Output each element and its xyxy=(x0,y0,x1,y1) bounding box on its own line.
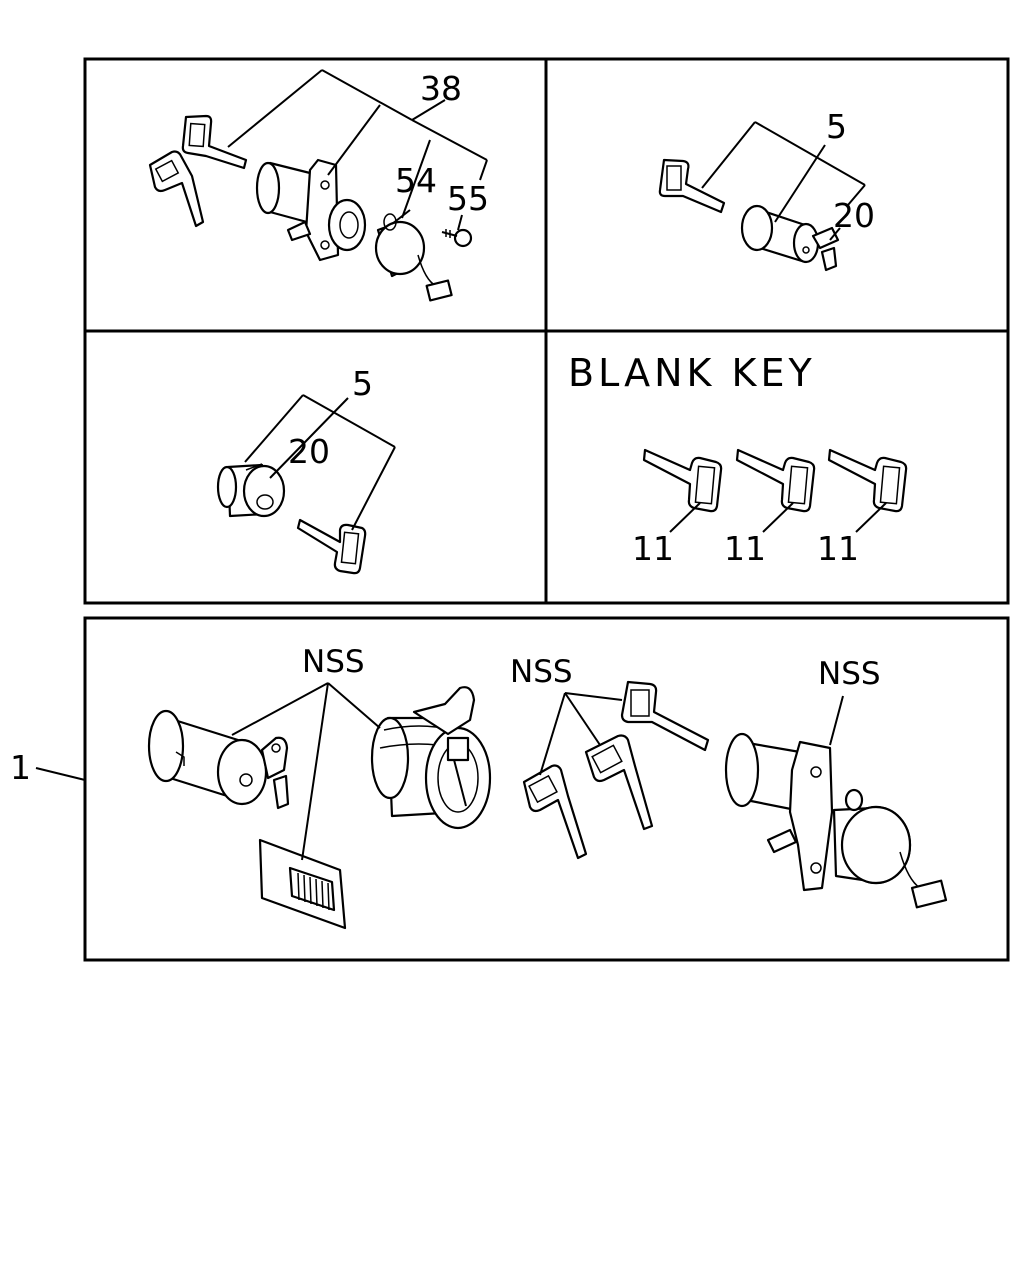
callout-nss: NSS xyxy=(302,644,365,680)
panel-top-right: 5 20 xyxy=(658,107,875,272)
code-label-card-icon xyxy=(258,838,347,930)
key-icon xyxy=(296,518,367,575)
key-icon xyxy=(181,114,248,170)
blank-key-heading: BLANK KEY xyxy=(568,351,816,395)
blank-key-icon xyxy=(735,448,816,513)
leader-lines xyxy=(701,121,866,241)
leader-lines xyxy=(231,682,844,861)
leader-lines xyxy=(669,502,887,533)
switch-body-icon xyxy=(374,213,453,302)
key-icon xyxy=(620,680,710,752)
ignition-switch-assembly-icon xyxy=(724,732,948,909)
callout-11: 11 xyxy=(632,529,674,568)
ignition-cylinder-icon xyxy=(255,158,367,262)
callout-11: 11 xyxy=(724,529,766,568)
callout-1: 1 xyxy=(10,748,31,787)
key-icon xyxy=(522,764,588,860)
trunk-lock-cylinder-icon xyxy=(370,686,492,830)
blank-key-icon xyxy=(642,448,723,513)
callout-55: 55 xyxy=(447,179,489,218)
panel-middle-right: BLANK KEY 11 11 11 xyxy=(568,351,908,568)
blank-key-icon xyxy=(827,448,908,513)
door-lock-cylinder-icon xyxy=(740,204,840,272)
callout-5: 5 xyxy=(352,364,373,403)
callout-5: 5 xyxy=(826,107,847,146)
door-lock-cylinder-icon xyxy=(147,709,290,810)
screw-icon xyxy=(441,228,473,248)
callout-20: 20 xyxy=(288,432,330,471)
callout-54: 54 xyxy=(395,161,437,200)
callout-38: 38 xyxy=(420,69,462,108)
callout-nss: NSS xyxy=(510,654,573,690)
lower-frame xyxy=(83,616,1010,962)
callout-nss: NSS xyxy=(818,656,881,692)
callout-11: 11 xyxy=(817,529,859,568)
leader-lines xyxy=(244,394,396,531)
key-icon xyxy=(584,734,654,831)
callout-20: 20 xyxy=(833,196,875,235)
callout-assembly: 1 xyxy=(10,748,86,787)
key-icon xyxy=(658,158,726,214)
key-icon xyxy=(148,150,205,228)
panel-bottom: NSS NSS NSS xyxy=(147,644,948,930)
lock-cylinder-icon xyxy=(216,463,286,518)
panel-middle-left: 5 20 xyxy=(216,364,396,575)
panel-top-left: 38 54 55 xyxy=(148,69,489,302)
leader-lines xyxy=(227,69,488,231)
upper-frame xyxy=(83,57,1010,605)
